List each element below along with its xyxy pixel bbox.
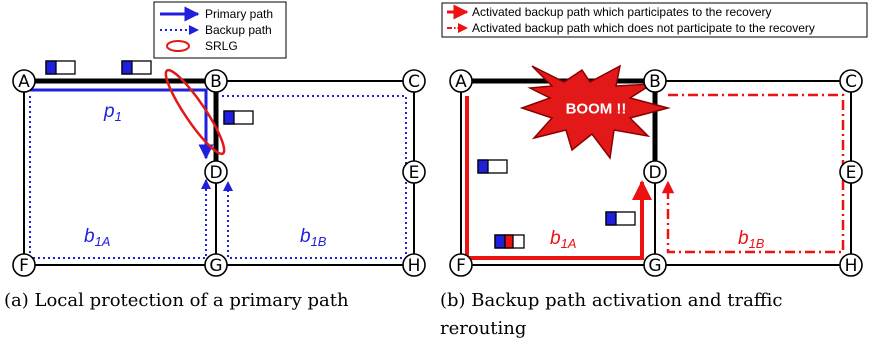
node-d: D [204,160,228,184]
svg-text:D: D [648,163,661,183]
node-g: G [204,253,228,277]
boom-explosion-icon: BOOM !! [519,64,671,160]
node-h: H [839,253,863,277]
legend-srlg-label: SRLG [205,39,238,53]
node-h: H [402,253,426,277]
primary-path-p1 [30,88,214,160]
svg-text:F: F [456,256,466,276]
panel-a: Primary path Backup path SRLG [4,1,426,311]
svg-text:B: B [210,72,222,92]
label-b1a: b1A [84,226,110,249]
svg-text:E: E [409,163,420,183]
node-f: F [449,253,473,277]
legend-srlg-swatch [166,40,190,52]
node-d: D [643,160,667,184]
legend-not-participating-label: Activated backup path which does not par… [472,21,815,35]
node-b: B [204,69,228,93]
node-c: C [839,69,863,93]
bandwidth-indicator [477,159,508,174]
label-b1a-activated: b1A [550,228,576,251]
bandwidth-indicator [223,110,254,125]
panel-b: Activated backup path which participates… [440,2,868,339]
legend-activated-label: Activated backup path which participates… [472,5,772,19]
svg-text:H: H [408,256,421,276]
node-e: E [402,160,426,184]
node-a: A [449,69,473,93]
node-c: C [402,69,426,93]
backup-path-b1a [29,96,211,259]
label-p1: p1 [103,101,122,124]
svg-text:C: C [408,72,420,92]
svg-text:B: B [649,72,661,92]
svg-text:C: C [845,72,857,92]
bandwidth-indicator [605,211,636,226]
label-b1b: b1B [300,226,327,249]
svg-text:G: G [209,256,222,276]
caption-b-line1: (b) Backup path activation and traffic [440,290,782,311]
node-e: E [839,160,863,184]
label-b1b-activated: b1B [738,228,765,251]
svg-text:E: E [846,163,857,183]
svg-text:D: D [209,163,222,183]
svg-text:A: A [455,72,467,92]
node-g: G [643,253,667,277]
svg-text:H: H [845,256,858,276]
svg-text:F: F [19,256,29,276]
bandwidth-indicator [45,60,76,75]
caption-b-line2: rerouting [440,318,526,339]
bandwidth-indicator [121,60,152,75]
boom-label: BOOM !! [566,101,627,118]
legend-primary-label: Primary path [205,7,273,21]
legend-a: Primary path Backup path SRLG [153,1,287,59]
activated-backup-b1b [661,93,845,254]
srlg-ellipse [164,68,226,156]
node-f: F [12,253,36,277]
legend-backup-label: Backup path [205,23,272,37]
bandwidth-indicator [494,234,525,249]
node-a: A [12,69,36,93]
activated-backup-b1a [465,96,652,260]
node-b: B [643,69,667,93]
legend-b: Activated backup path which participates… [441,2,868,38]
svg-text:G: G [648,256,661,276]
svg-text:A: A [18,72,30,92]
caption-a: (a) Local protection of a primary path [4,290,349,311]
